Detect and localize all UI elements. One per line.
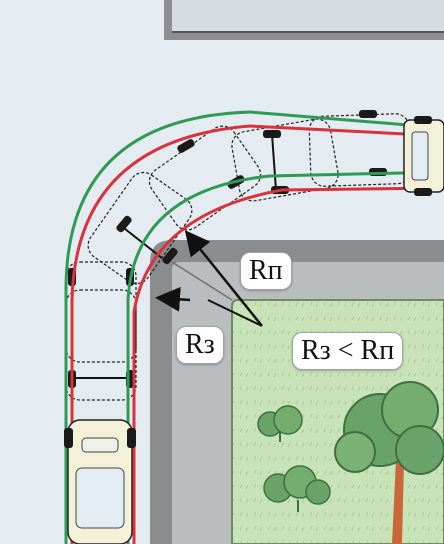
arrow-icon (155, 286, 191, 312)
front-track-inner (132, 186, 444, 544)
bush-icon (263, 465, 331, 512)
rear-track-outer (64, 110, 444, 544)
arrow-icon (184, 230, 263, 327)
car-icon (403, 116, 444, 196)
axles (72, 133, 277, 379)
rz-label: Rз (176, 326, 224, 364)
top-block (164, 0, 444, 40)
radius-comparison-label: Rз < Rп (292, 332, 404, 370)
bush-icon (257, 405, 303, 442)
tree-icon (334, 381, 444, 544)
front-track-outer (70, 124, 444, 544)
car-icon (64, 419, 136, 544)
rear-track-inner (126, 170, 444, 544)
rp-label: Rп (240, 252, 292, 290)
